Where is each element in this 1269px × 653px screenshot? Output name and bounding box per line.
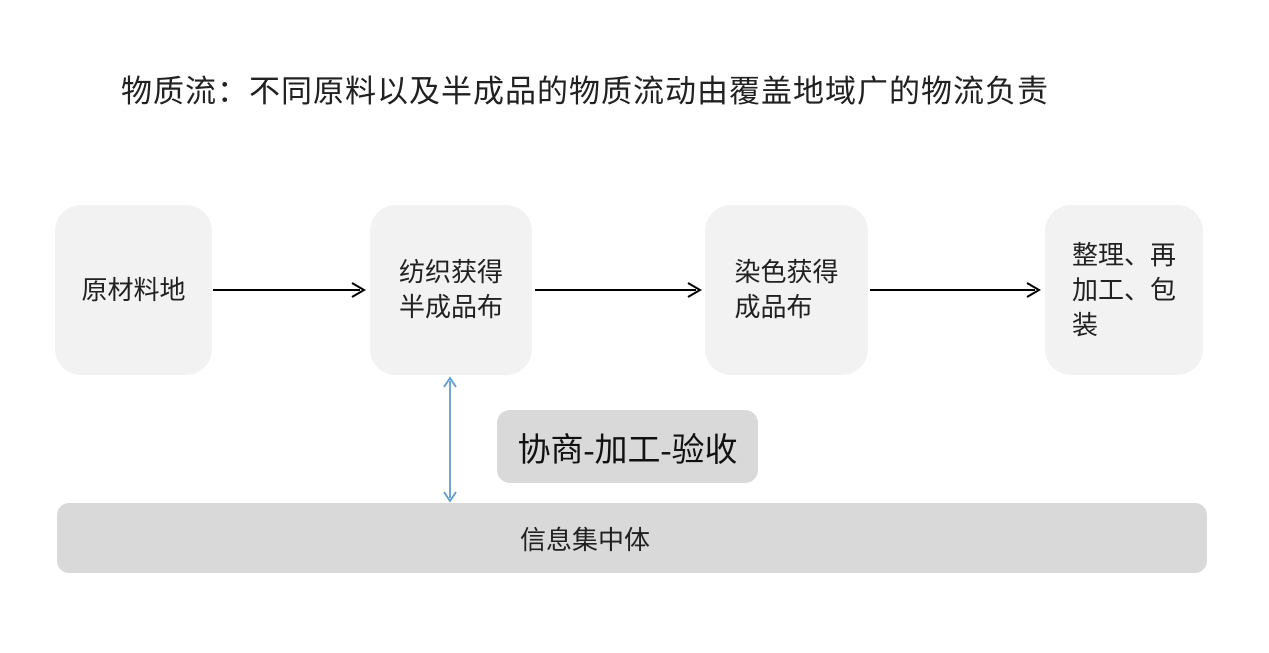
flow-box-raw-material: 原材料地 <box>55 205 212 375</box>
flow-box-dyeing: 染色获得 成品布 <box>705 205 868 375</box>
flow-box-label: 染色获得 成品布 <box>734 257 839 322</box>
right-arrow-connector-1 <box>213 282 366 298</box>
right-arrow-connector-2 <box>535 282 702 298</box>
flow-box-finishing: 整理、再 加工、包 装 <box>1045 205 1203 375</box>
page-title: 物质流：不同原料以及半成品的物质流动由覆盖地域广的物流负责 <box>121 74 1049 109</box>
info-hub-bar: 信息集中体 <box>57 503 1207 573</box>
flow-box-label: 原材料地 <box>81 274 186 305</box>
process-tag-label: 协商-加工-验收 <box>517 432 738 469</box>
process-tag: 协商-加工-验收 <box>497 410 758 483</box>
info-hub-label: 信息集中体 <box>519 524 650 555</box>
double-arrow-connector-info <box>443 376 457 503</box>
flow-box-label: 整理、再 加工、包 装 <box>1071 239 1176 340</box>
flow-box-label: 纺织获得 半成品布 <box>398 257 503 322</box>
right-arrow-connector-3 <box>870 282 1041 298</box>
flow-box-weaving: 纺织获得 半成品布 <box>370 205 532 375</box>
